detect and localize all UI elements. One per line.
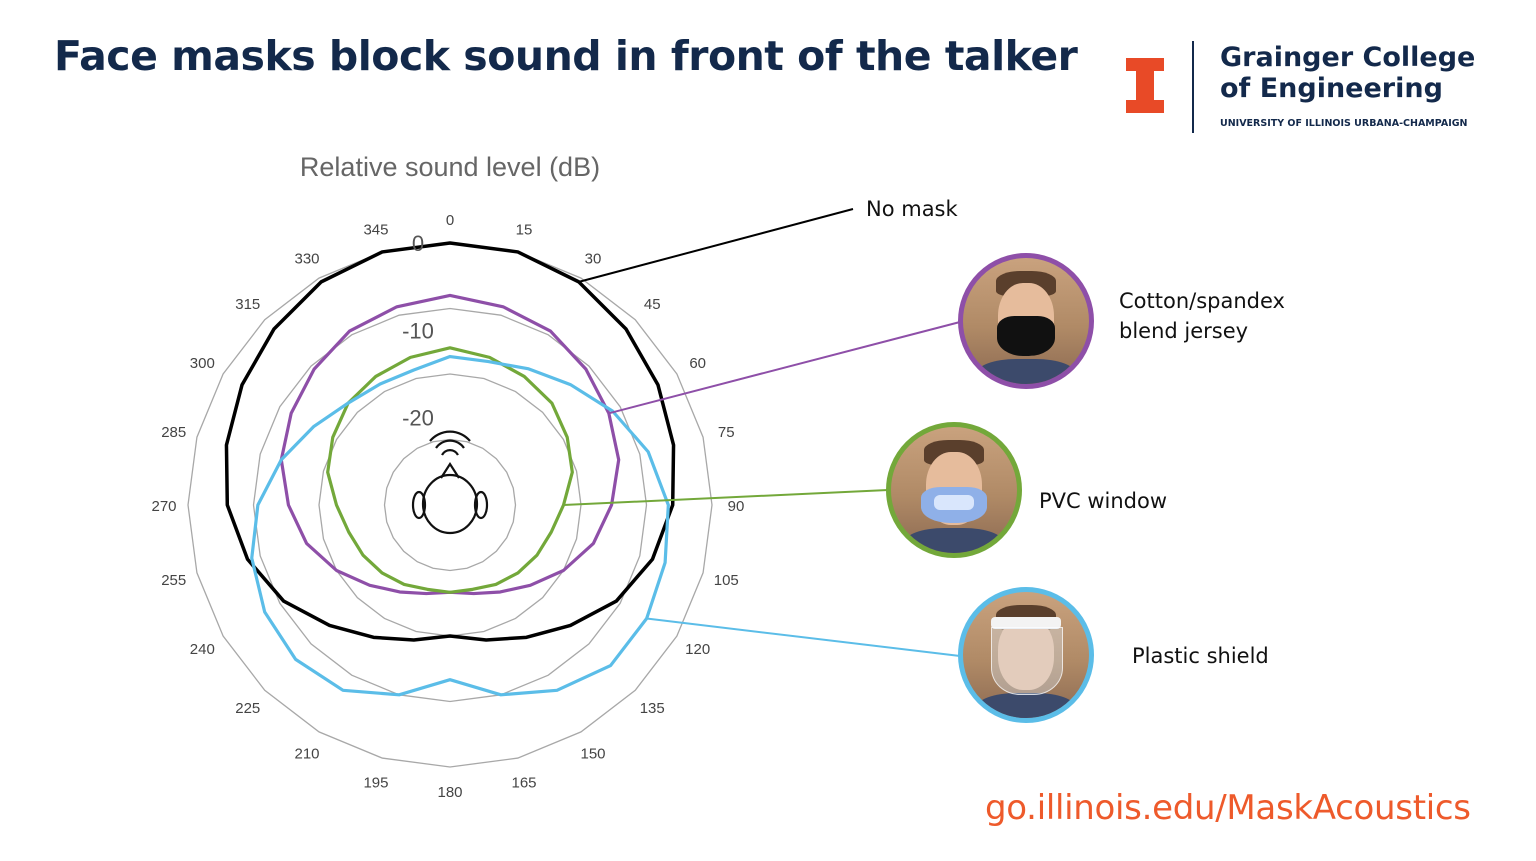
chart-title: Relative sound level (dB) [300, 152, 600, 182]
angle-label: 240 [190, 641, 215, 658]
angle-label: 120 [685, 641, 710, 658]
angle-label: 105 [714, 572, 739, 589]
grid-ring [383, 438, 517, 572]
angle-label: 75 [718, 424, 735, 441]
angle-label: 150 [580, 746, 605, 763]
angle-label: 330 [294, 250, 319, 267]
angle-label: 15 [516, 222, 533, 239]
leader-line [608, 321, 961, 415]
angle-labels: 0 15 30 45 60 75 90 105 120 135 150 165 180 195 210 225… [151, 212, 744, 801]
label-plastic-shield: Plastic shield [1132, 644, 1269, 668]
label-pvc-window: PVC window [1039, 489, 1168, 513]
series-line [250, 354, 670, 697]
leader-lines [563, 208, 961, 657]
leader-line [578, 208, 854, 283]
grid-ring [252, 307, 648, 703]
angle-label: 345 [363, 222, 388, 239]
grid-ring [318, 373, 582, 637]
angle-label: 180 [437, 784, 462, 801]
angle-label: 135 [640, 700, 665, 717]
angle-label: 90 [728, 498, 745, 515]
talker-head-icon [411, 430, 489, 535]
angle-label: 195 [363, 774, 388, 791]
angle-label: 285 [161, 424, 186, 441]
radial-tick-label: -20 [402, 406, 434, 431]
jersey-mask-photo [958, 253, 1094, 389]
label-no-mask: No mask [866, 197, 958, 221]
university-name: UNIVERSITY OF ILLINOIS URBANA-CHAMPAIGN [1220, 118, 1468, 129]
angle-label: 300 [190, 355, 215, 372]
angle-label: 270 [151, 498, 176, 515]
angle-label: 255 [161, 572, 186, 589]
label-jersey: Cotton/spandex blend jersey [1119, 289, 1285, 343]
angle-label: 210 [294, 746, 319, 763]
angle-label: 225 [235, 700, 260, 717]
leader-line [563, 489, 889, 506]
angle-label: 60 [689, 355, 706, 372]
radial-tick-label: 0 [412, 231, 424, 256]
college-name: Grainger College of Engineering [1220, 42, 1476, 104]
series-line [326, 346, 574, 594]
series-line [224, 241, 676, 642]
page-title: Face masks block sound in front of the t… [54, 32, 1078, 80]
series-group [224, 241, 676, 697]
grainger-logo: Grainger College of Engineering UNIVERSI… [1118, 38, 1498, 138]
pvc-window-mask-photo [886, 422, 1022, 558]
angle-label: 30 [585, 250, 602, 267]
angle-label: 45 [644, 296, 661, 313]
angle-label: 315 [235, 296, 260, 313]
radar-grid [187, 242, 713, 768]
grid-ring [187, 242, 713, 768]
radial-tick-label: -10 [402, 318, 434, 343]
angle-label: 0 [446, 212, 454, 229]
plastic-shield-photo [958, 587, 1094, 723]
leader-line [646, 617, 961, 657]
source-link[interactable]: go.illinois.edu/MaskAcoustics [985, 788, 1471, 828]
logo-divider [1192, 41, 1194, 133]
radial-labels: 0 -10 -20 [402, 231, 434, 431]
block-i-icon [1126, 58, 1164, 113]
angle-label: 165 [512, 774, 537, 791]
